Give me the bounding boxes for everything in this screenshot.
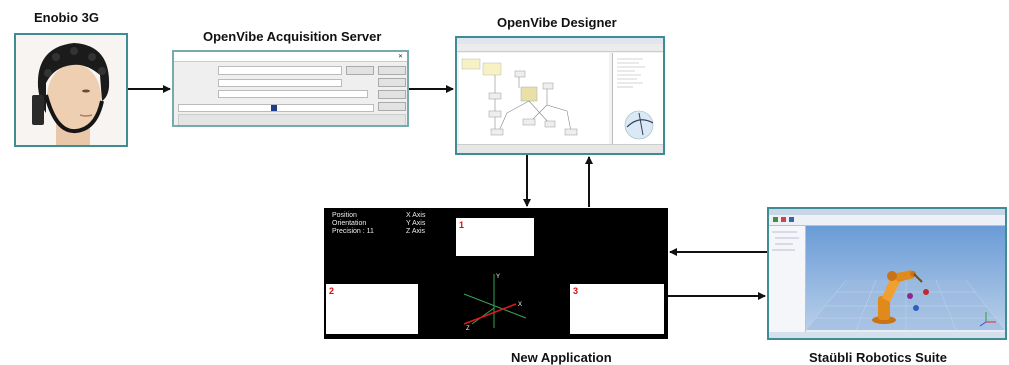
target-sphere bbox=[907, 293, 913, 299]
staubli-robotics-suite-window bbox=[767, 207, 1007, 340]
target-sphere bbox=[923, 289, 929, 295]
box-number: 3 bbox=[573, 286, 579, 296]
connection-port-field[interactable] bbox=[218, 79, 342, 87]
stop-button[interactable] bbox=[378, 102, 406, 111]
enobio-headset-image bbox=[14, 33, 128, 147]
new-app-caption: New Application bbox=[511, 350, 612, 365]
staubli-titlebar bbox=[769, 209, 1005, 215]
robot-arm bbox=[872, 270, 923, 324]
info-position-label: Position bbox=[332, 212, 357, 219]
staubli-ribbon bbox=[769, 215, 1005, 226]
acquisition-server-window: ✕ bbox=[172, 50, 409, 127]
box-number: 2 bbox=[329, 286, 335, 296]
drift-indicator bbox=[271, 105, 277, 111]
x-axis-label: X bbox=[518, 302, 522, 308]
target-box-1[interactable]: 1 bbox=[456, 218, 534, 256]
designer-toolbar bbox=[457, 44, 663, 52]
close-icon[interactable]: ✕ bbox=[397, 54, 403, 60]
enobio-headset-illustration bbox=[32, 43, 110, 145]
target-box-2[interactable]: 2 bbox=[326, 284, 418, 334]
acquisition-caption: OpenVibe Acquisition Server bbox=[203, 29, 382, 44]
y-axis-label: Y bbox=[496, 274, 500, 280]
staubli-caption: Staübli Robotics Suite bbox=[809, 350, 947, 365]
designer-window bbox=[455, 36, 665, 155]
info-y-axis-label: Y Axis bbox=[406, 220, 426, 227]
target-sphere bbox=[913, 305, 919, 311]
driver-properties-button[interactable] bbox=[346, 66, 374, 75]
openvibe-logo bbox=[617, 58, 654, 140]
box-number: 1 bbox=[459, 220, 465, 230]
x-axis-line bbox=[463, 293, 527, 319]
new-application-window: Position X Axis Orientation Y Axis Preci… bbox=[324, 208, 668, 339]
play-button[interactable] bbox=[378, 90, 406, 99]
info-precision-label: Precision : 11 bbox=[332, 228, 374, 235]
pointer-line bbox=[463, 303, 517, 325]
status-area bbox=[178, 114, 406, 125]
designer-statusbar bbox=[457, 144, 663, 153]
configure-button[interactable] bbox=[378, 66, 406, 75]
info-z-axis-label: Z Axis bbox=[406, 228, 426, 235]
sample-count-field[interactable] bbox=[218, 90, 368, 98]
drift-bar bbox=[178, 104, 374, 112]
designer-titlebar bbox=[457, 38, 663, 44]
scenario-canvas bbox=[459, 53, 609, 145]
driver-field[interactable] bbox=[218, 66, 342, 75]
designer-caption: OpenVibe Designer bbox=[497, 15, 617, 30]
staubli-cell-explorer[interactable] bbox=[769, 226, 806, 332]
axis-gizmo: X Y Z bbox=[463, 274, 527, 332]
connect-button[interactable] bbox=[378, 78, 406, 87]
box-algorithms-panel[interactable] bbox=[612, 53, 663, 145]
z-axis-label: Z bbox=[466, 326, 470, 332]
robot-3d-view[interactable] bbox=[806, 226, 1005, 330]
info-x-axis-label: X Axis bbox=[406, 212, 426, 219]
staubli-statusbar bbox=[769, 332, 1005, 338]
window-titlebar bbox=[174, 52, 407, 62]
info-orientation-label: Orientation bbox=[332, 220, 367, 227]
enobio-caption: Enobio 3G bbox=[34, 10, 99, 25]
target-box-3[interactable]: 3 bbox=[570, 284, 664, 334]
